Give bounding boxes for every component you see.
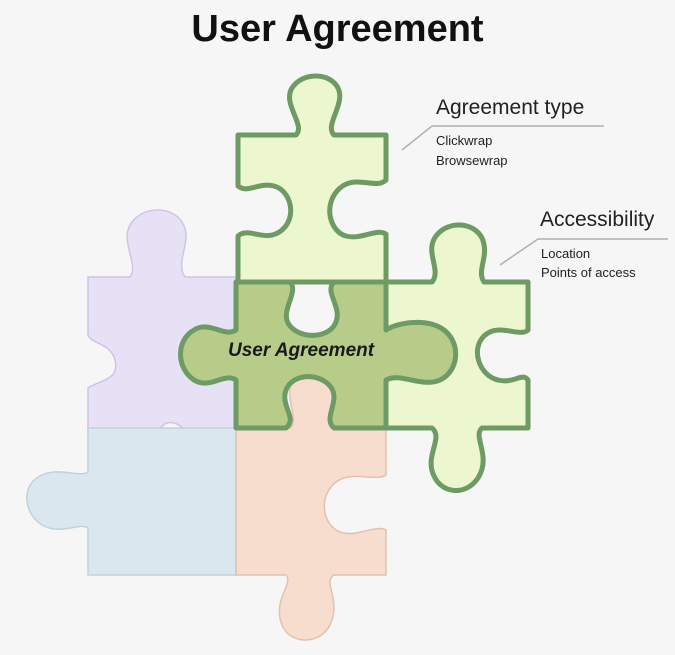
accessibility-item: Location bbox=[541, 246, 591, 261]
agreement-type-item: Browsewrap bbox=[436, 153, 508, 168]
puzzle-piece-center bbox=[178, 279, 459, 431]
diagram-title: User Agreement bbox=[191, 8, 484, 50]
puzzle-piece-agreement-type bbox=[235, 73, 389, 285]
agreement-type-item: Clickwrap bbox=[436, 133, 493, 148]
accessibility-heading: Accessibility bbox=[540, 208, 655, 231]
center-piece-label: User Agreement bbox=[228, 340, 375, 361]
accessibility-pointer bbox=[499, 238, 539, 266]
accessibility-item: Points of access bbox=[541, 265, 636, 280]
agreement-type-heading: Agreement type bbox=[436, 96, 585, 119]
puzzle-piece-blue bbox=[26, 427, 237, 576]
agreement-type-pointer bbox=[401, 125, 433, 151]
